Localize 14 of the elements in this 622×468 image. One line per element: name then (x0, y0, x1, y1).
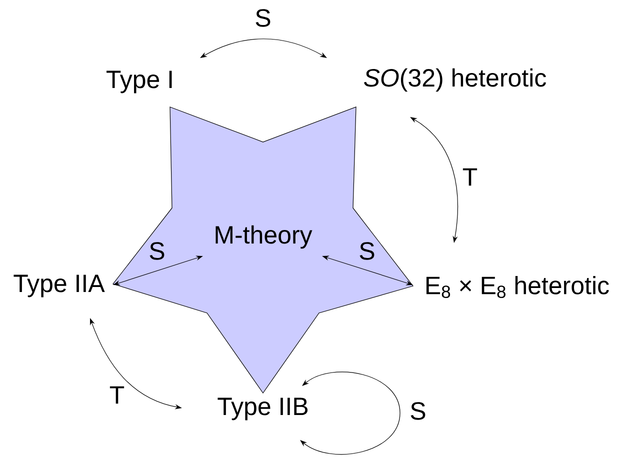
edge-label: S (410, 402, 426, 420)
edge-label: T (462, 168, 478, 186)
edge-label: S (256, 9, 270, 27)
edge-label: S (360, 242, 374, 260)
edge-label: S (150, 242, 164, 260)
node-label: Type IIA (14, 274, 105, 298)
node-label: Type IIB (218, 398, 308, 420)
node-label: SO(32) heterotic (364, 68, 546, 92)
node-label: M-theory (216, 225, 312, 249)
node-label: E$_{8}$ × E$_{8}$ heterotic (426, 276, 609, 298)
arrow (300, 372, 400, 455)
edge-label: T (110, 386, 124, 404)
node-label: Type I (106, 70, 172, 94)
arrow (200, 38, 327, 58)
